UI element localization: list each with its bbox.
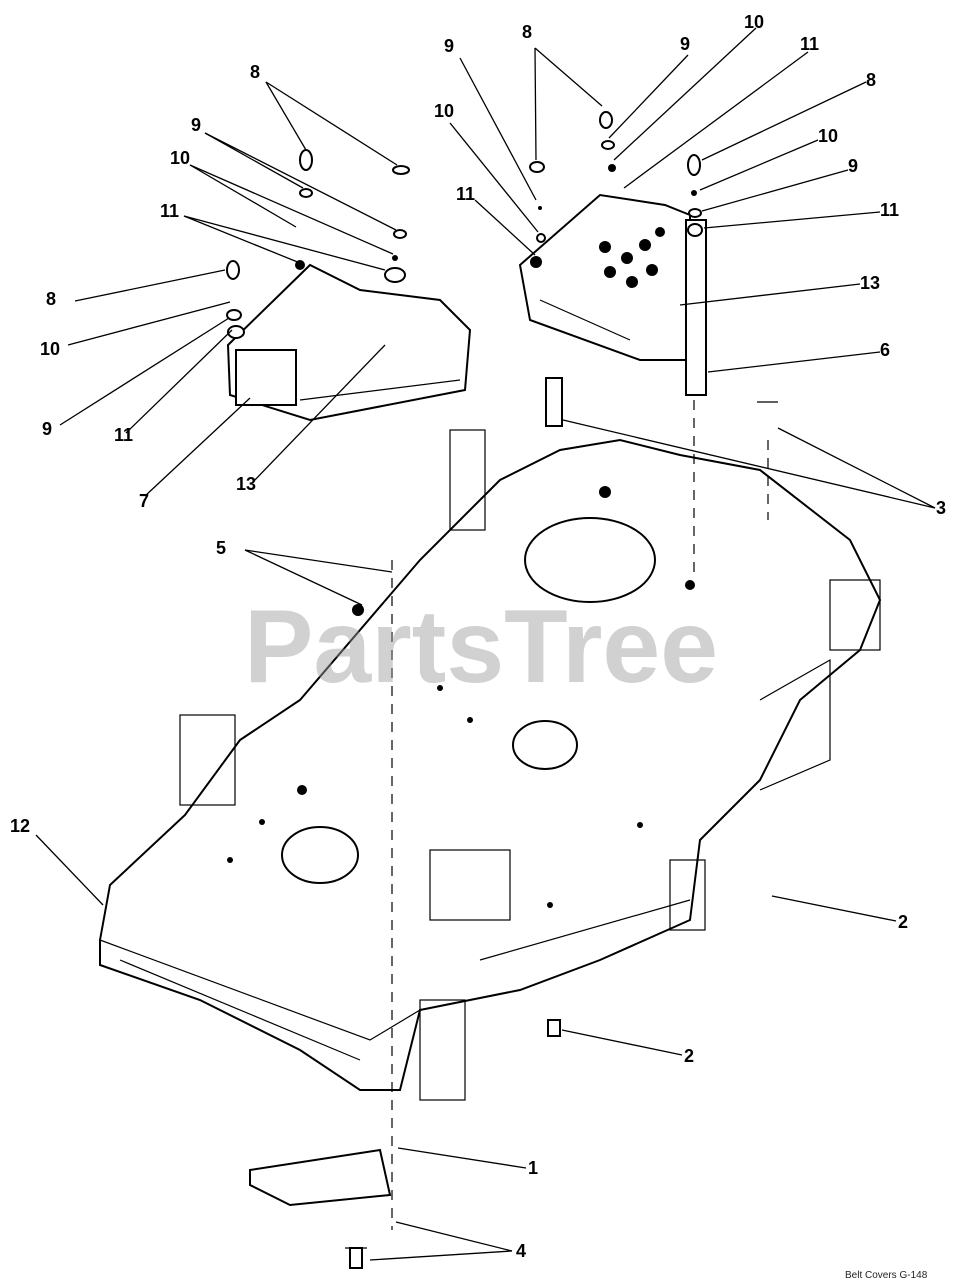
callout-11: 11	[880, 200, 899, 220]
callout-10: 10	[170, 148, 190, 168]
leader-lines	[35, 27, 936, 1261]
callout-11: 11	[160, 201, 179, 221]
right-belt-cover	[518, 193, 691, 361]
callout-10: 10	[434, 101, 454, 121]
spacers-part-3	[545, 377, 778, 427]
bracket-part-1	[249, 1148, 392, 1207]
callout-10: 10	[40, 339, 60, 359]
callout-9: 9	[848, 156, 858, 176]
axis-lines	[391, 400, 769, 1230]
callout-10: 10	[818, 126, 838, 146]
mower-deck	[99, 429, 882, 1101]
callout-1: 1	[528, 1158, 538, 1178]
callout-9: 9	[680, 34, 690, 54]
fasteners	[226, 111, 703, 339]
figure-caption: Belt Covers G-148	[845, 1270, 928, 1280]
callout-3: 3	[936, 498, 946, 518]
rod-part-6	[685, 219, 707, 396]
callout-2: 2	[898, 912, 908, 932]
callout-9: 9	[444, 36, 454, 56]
callout-labels: 8 9 10 11 8 10 9 11 7 13 8 9 9 10 10 11 …	[10, 12, 946, 1261]
left-belt-cover	[226, 260, 472, 422]
callout-8: 8	[250, 62, 260, 82]
callout-13: 13	[860, 273, 880, 293]
callout-12: 12	[10, 816, 30, 836]
callout-11: 11	[456, 184, 475, 204]
bolt-part-4	[345, 1247, 367, 1269]
callout-10: 10	[744, 12, 764, 32]
callout-7: 7	[139, 491, 149, 511]
callout-11: 11	[800, 34, 819, 54]
watermark: PartsTree	[244, 589, 718, 705]
callout-9: 9	[191, 115, 201, 135]
callout-6: 6	[880, 340, 890, 360]
callout-9: 9	[42, 419, 52, 439]
callout-13: 13	[236, 474, 256, 494]
callout-8: 8	[866, 70, 876, 90]
callout-4: 4	[516, 1241, 526, 1261]
callout-8: 8	[522, 22, 532, 42]
callout-5: 5	[216, 538, 226, 558]
callout-8: 8	[46, 289, 56, 309]
callout-11: 11	[114, 425, 133, 445]
bolt-part-2	[547, 1019, 561, 1037]
callout-2: 2	[684, 1046, 694, 1066]
